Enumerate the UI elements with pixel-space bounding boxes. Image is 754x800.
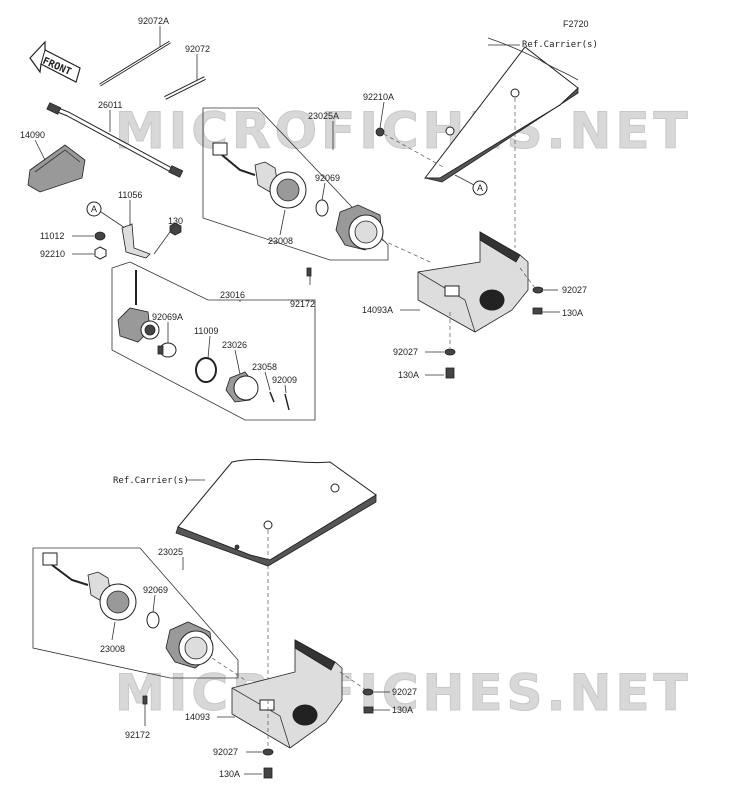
label-92172-top: 92172	[290, 299, 315, 309]
part-headlight-bottom	[165, 621, 214, 669]
ref-a-label-right: A	[477, 183, 483, 193]
label-92172-bottom: 92172	[125, 730, 150, 740]
part-11056-bracket	[121, 223, 151, 259]
label-92069-top: 92069	[315, 173, 340, 183]
label-92072A: 92072A	[138, 16, 169, 26]
label-ref-carrier-top: Ref.Carrier(s)	[522, 40, 598, 50]
group-23025A-outline	[202, 107, 389, 261]
part-23008-socket-bottom	[42, 552, 137, 621]
ref-a-circle-right	[472, 180, 488, 196]
label-92069A: 92069A	[152, 312, 183, 322]
label-92027-top-right: 92027	[562, 285, 587, 295]
part-headlight-top	[335, 204, 384, 251]
label-92027-bottom-bottom: 92027	[213, 747, 238, 757]
part-92072A	[99, 40, 171, 87]
part-23026-lens	[225, 371, 259, 403]
label-23025A: 23025A	[308, 111, 339, 121]
label-11009: 11009	[194, 326, 218, 336]
label-23016: 23016	[220, 290, 245, 300]
part-14093A-guard	[417, 231, 529, 333]
label-14090: 14090	[20, 130, 45, 140]
ref-a-label-left: A	[91, 204, 97, 214]
label-23026: 23026	[222, 340, 247, 350]
diagram-code: F2720	[563, 19, 589, 29]
group-23016-outline	[111, 261, 316, 421]
label-ref-carrier-bottom: Ref.Carrier(s)	[113, 476, 189, 486]
part-11009-gasket	[195, 357, 217, 383]
label-14093A: 14093A	[362, 305, 393, 315]
carrier-bottom-ref	[175, 458, 377, 567]
label-130A-bottom-bottom: 130A	[219, 769, 240, 779]
part-92027-washer-bottom-bottom	[262, 748, 274, 756]
ref-a-circle-left	[86, 201, 102, 217]
label-23058: 23058	[252, 362, 277, 372]
part-92069-bulb-bottom	[146, 611, 160, 629]
label-92027-top-bottom: 92027	[393, 347, 418, 357]
part-14090-cover	[27, 144, 86, 193]
part-92069-bulb-top	[315, 199, 329, 217]
part-23008-socket-top	[212, 142, 307, 209]
label-130: 130	[168, 216, 183, 226]
part-130A-bolt-top-bottom	[445, 367, 455, 379]
part-92210A-nut	[375, 127, 385, 137]
part-92069A-bulb	[157, 342, 177, 358]
label-92027-bottom-right: 92027	[392, 687, 417, 697]
part-92172-screw-bottom	[142, 695, 148, 705]
label-92210A: 92210A	[363, 92, 394, 102]
part-92027-washer-top-bottom	[444, 348, 456, 356]
part-130A-bolt-top-right	[532, 307, 543, 315]
part-position-lamp-socket	[117, 270, 160, 343]
part-92027-washer-bottom-right	[362, 688, 374, 696]
label-11012: 11012	[40, 231, 64, 241]
label-130A-bottom-right: 130A	[392, 705, 413, 715]
label-92009: 92009	[272, 375, 297, 385]
front-arrow-icon: FRONT	[29, 40, 81, 83]
part-23058-92009-screws	[269, 391, 290, 411]
label-23008-bottom: 23008	[100, 644, 125, 654]
part-26011-harness	[46, 102, 184, 178]
part-130A-bolt-bottom-bottom	[263, 767, 273, 779]
label-23008-top: 23008	[268, 236, 293, 246]
part-11012-grommet	[94, 231, 106, 241]
label-92069-bottom: 92069	[143, 585, 168, 595]
watermark-bottom: MICROFICHES.NET	[115, 664, 692, 722]
part-130A-bolt-bottom-right	[363, 706, 374, 714]
part-92172-screw-top	[306, 267, 312, 277]
part-92210-nut	[94, 246, 107, 260]
part-92072	[164, 76, 206, 100]
label-23025: 23025	[158, 547, 183, 557]
label-130A-top-right: 130A	[562, 308, 583, 318]
part-92027-washer-top-right	[532, 286, 544, 294]
label-92072: 92072	[185, 44, 210, 54]
label-92210: 92210	[40, 249, 65, 259]
label-130A-top-bottom: 130A	[398, 370, 419, 380]
watermark-top: MICROFICHES.NET	[115, 102, 692, 160]
group-23025-outline	[32, 547, 239, 679]
part-14093-guard	[231, 639, 343, 749]
label-11056: 11056	[118, 190, 142, 200]
carrier-top-ref	[423, 37, 579, 183]
label-14093: 14093	[185, 712, 210, 722]
label-26011: 26011	[98, 100, 122, 110]
